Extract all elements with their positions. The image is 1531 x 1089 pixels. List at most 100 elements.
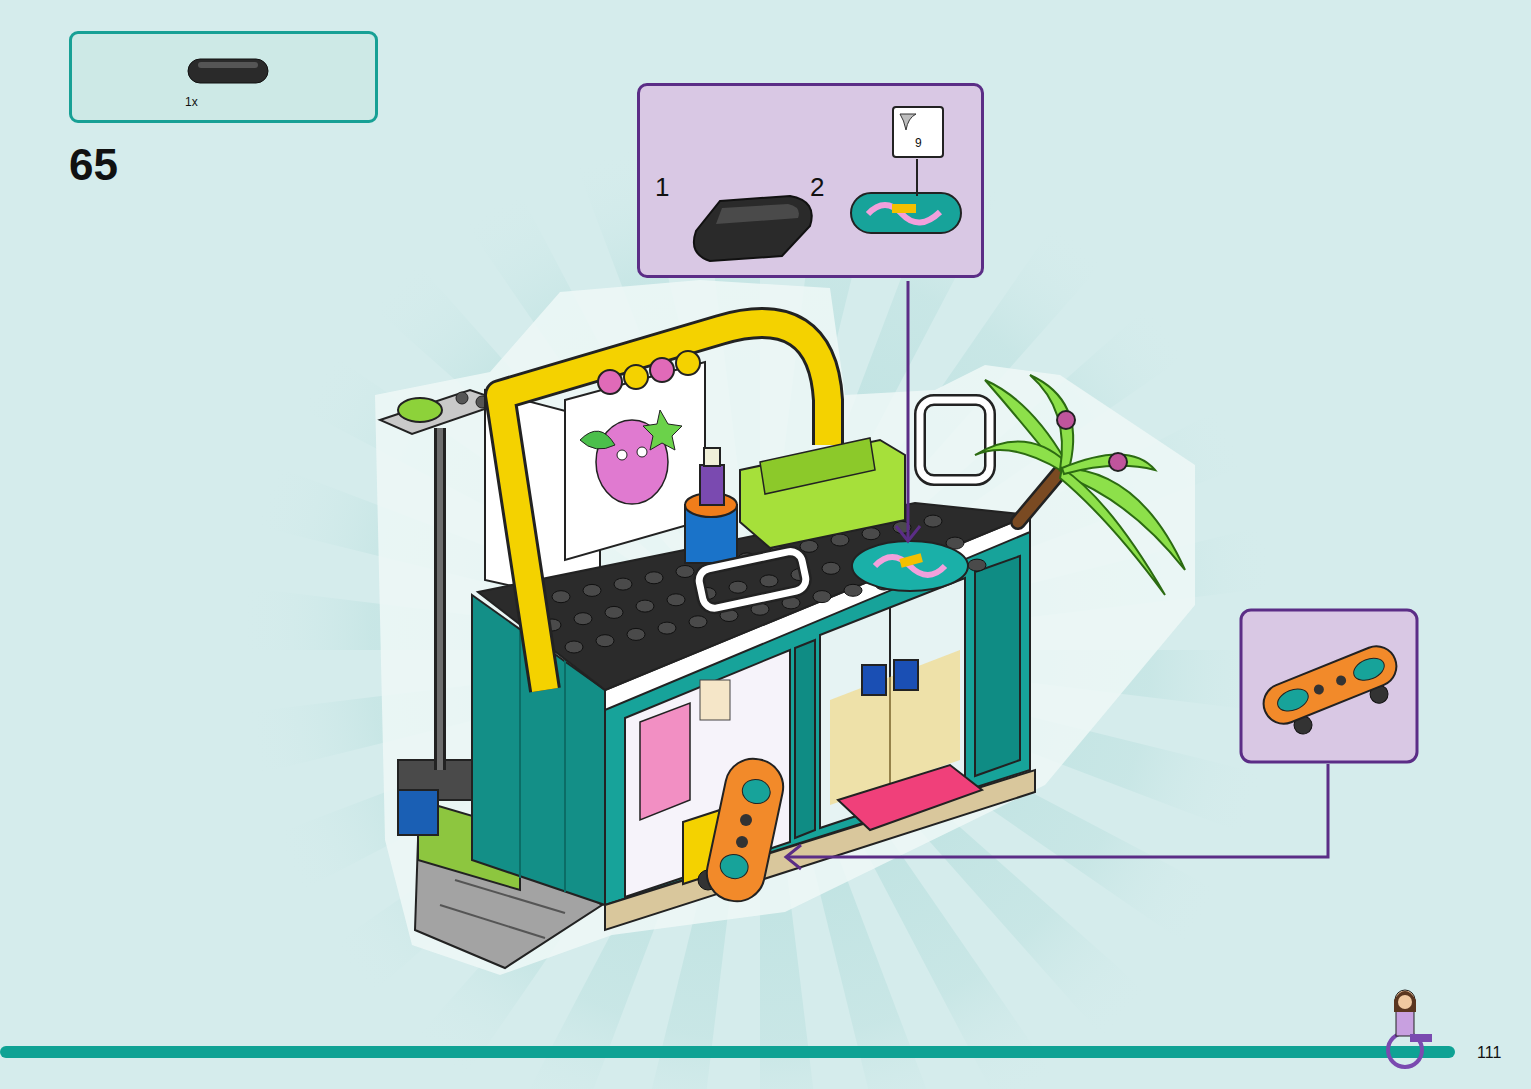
door-mat: [838, 765, 982, 830]
illustration-part: [844, 584, 862, 596]
illustration-part: [920, 400, 990, 480]
sub-step-number: 2: [810, 174, 824, 200]
callout-arrow: [907, 281, 910, 540]
illustration-part: [437, 428, 443, 770]
illustration-part: [900, 114, 916, 130]
illustration-part: [574, 613, 592, 625]
illustration-part: [729, 581, 747, 593]
applied-sticker: [852, 541, 968, 591]
illustration-part: [920, 400, 990, 480]
illustration-part: [1396, 1010, 1414, 1036]
illustration-part: [697, 549, 808, 610]
illustration-part: [1335, 674, 1348, 687]
illustration-part: [636, 600, 654, 612]
sub-step-number: 1: [655, 174, 669, 200]
white-rail: [697, 549, 808, 610]
illustration-part: [862, 528, 880, 540]
illustration-part: [676, 351, 700, 375]
illustration-part: [813, 591, 831, 603]
illustration-part: [760, 575, 778, 587]
illustration-part: [760, 438, 875, 494]
illustration-part: [565, 641, 583, 653]
callout-arrow: [786, 764, 1328, 857]
page-number: 111: [1477, 1045, 1501, 1061]
sub-step-box: 1 2 9: [637, 83, 984, 278]
illustration-part: [868, 205, 940, 223]
illustration-part: [650, 358, 674, 382]
illustration-part: [676, 566, 694, 578]
model-halo: [375, 280, 1195, 975]
illustration-part: [188, 59, 268, 83]
door-handle: [862, 665, 886, 695]
illustration-part: [398, 790, 438, 835]
illustration-part: [851, 193, 961, 233]
illustration-part: [637, 447, 647, 457]
illustration-part: [975, 556, 1020, 776]
illustration-part: [1398, 995, 1412, 1009]
illustration-part: [1350, 654, 1387, 685]
illustration-part: [975, 442, 1066, 470]
lamp-pole: [434, 428, 446, 770]
illustration-part: [580, 431, 615, 449]
illustration-part: [795, 640, 815, 838]
illustration-part: [736, 836, 748, 848]
part-picture: [72, 34, 381, 126]
illustration-part: [896, 526, 920, 541]
illustration-part: [718, 852, 750, 881]
illustration-part: [916, 159, 918, 196]
illustration-part: [694, 196, 812, 261]
illustration-part: [786, 845, 801, 869]
skateboard-part: [1258, 640, 1409, 744]
window-poster: [640, 703, 690, 820]
illustration-part: [440, 905, 545, 938]
callout-box: [1241, 610, 1417, 762]
illustration-part: [605, 606, 623, 618]
page-bar: [0, 1046, 1455, 1058]
illustration-part: [1394, 991, 1416, 1012]
sticker-number: 9: [915, 137, 922, 149]
illustration-part: [704, 448, 720, 466]
illustration-part: [456, 392, 468, 404]
illustration-part: [1018, 472, 1060, 522]
illustration-part: [1057, 411, 1075, 429]
illustration-part: [1312, 683, 1325, 696]
illustration-part: [1060, 468, 1165, 595]
illustration-part: [899, 553, 923, 567]
minifig-icon: [1388, 990, 1432, 1067]
illustration-part: [645, 572, 663, 584]
illustration-part: [924, 515, 942, 527]
illustration-part: [700, 680, 730, 720]
illustration-part: [198, 62, 258, 68]
illustration-part: [624, 365, 648, 389]
illustration-part: [596, 635, 614, 647]
part-picture: [894, 108, 946, 160]
illustration-part: [519, 630, 521, 878]
illustration-part: [583, 584, 601, 596]
illustration-part: [658, 622, 676, 634]
illustration-part: [627, 628, 645, 640]
part-quantity: 1x: [185, 96, 198, 108]
illustration-part: [894, 660, 918, 690]
illustration-part: [643, 410, 682, 450]
poster-dot: [598, 370, 622, 394]
palm-trunk: [1018, 472, 1060, 522]
illustration-part: [968, 559, 986, 571]
illustration-part: [716, 204, 799, 224]
illustration-part: [740, 777, 772, 806]
illustration-part: [564, 660, 566, 892]
illustration-part: [614, 578, 632, 590]
illustration-part: [1258, 640, 1403, 730]
illustration-part: [1109, 453, 1127, 471]
illustration-part: [667, 594, 685, 606]
palm-leaves: [975, 375, 1185, 595]
illustration-part: [700, 465, 724, 505]
illustration-part: [1274, 685, 1311, 716]
illustration-part: [689, 616, 707, 628]
parts-list-box: 1x: [69, 31, 378, 123]
illustration-part: [822, 562, 840, 574]
standing-skateboard: [702, 754, 789, 907]
illustration-part: [617, 450, 627, 460]
sticker-badge: 9: [892, 106, 944, 158]
lamp-light: [398, 398, 442, 422]
